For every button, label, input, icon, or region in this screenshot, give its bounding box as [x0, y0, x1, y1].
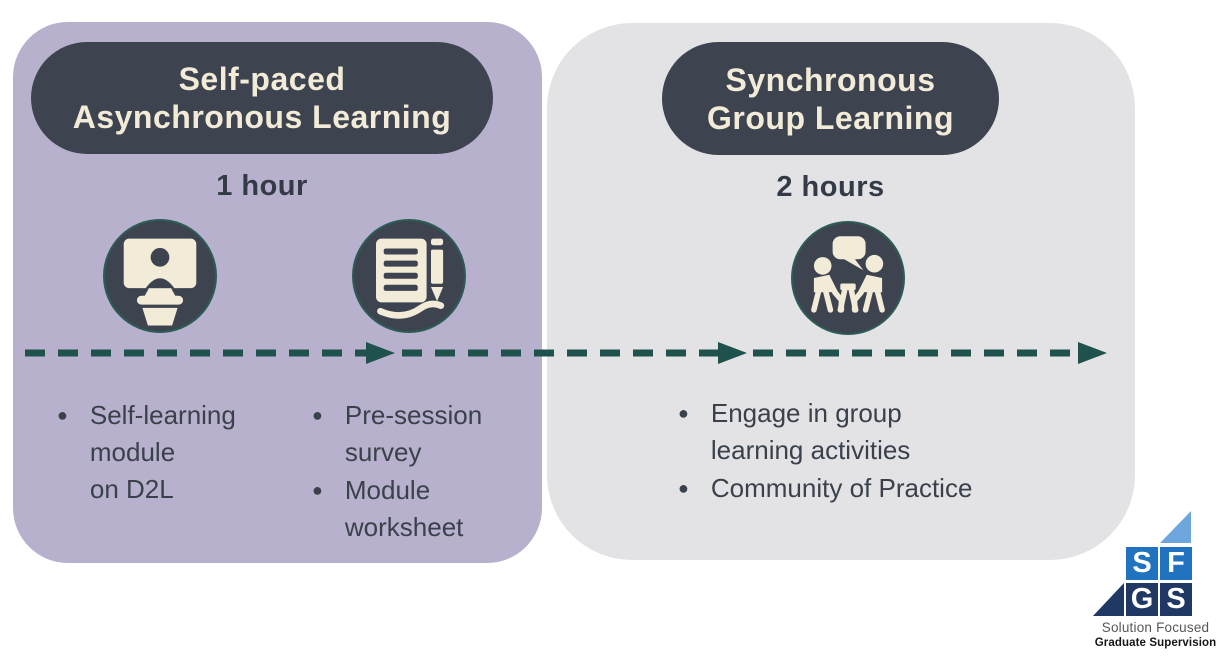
group-discussion-icon-glyph [811, 236, 885, 313]
synchronous-title: Synchronous Group Learning [707, 61, 954, 136]
synchronous-duration: 2 hours [776, 171, 885, 203]
list-item: Pre-session survey [312, 397, 532, 471]
logo-letter-f: F [1160, 547, 1192, 580]
list-item: Module worksheet [312, 472, 532, 546]
worksheet-icon [352, 219, 466, 333]
synchronous-panel: Synchronous Group Learning 2 hours [547, 23, 1135, 560]
presentation-icon [103, 219, 217, 333]
logo-triangle-light-icon [1160, 511, 1191, 543]
bullet-text: Module worksheet [344, 475, 464, 542]
bullet-text: Community of Practice [710, 473, 973, 503]
bullet-text: Pre-session survey [344, 400, 483, 467]
list-item: Engage in group learning activities [678, 395, 1078, 469]
list-item: Self-learning module on D2L [57, 397, 292, 508]
group-discussion-icon [791, 221, 905, 335]
bullet-text: Engage in group learning activities [710, 398, 911, 465]
bullet-text: Self-learning module on D2L [89, 400, 236, 504]
synchronous-title-pill: Synchronous Group Learning [662, 42, 999, 155]
self-paced-title-pill: Self-paced Asynchronous Learning [31, 42, 493, 154]
self-paced-duration: 1 hour [216, 170, 308, 202]
self-paced-title: Self-paced Asynchronous Learning [72, 61, 452, 135]
logo-letter-s2: S [1160, 583, 1192, 616]
synchronous-bullets: Engage in group learning activities Comm… [678, 395, 1078, 508]
self-paced-bullets-col2: Pre-session survey Module worksheet [312, 397, 532, 547]
self-paced-bullets-col1: Self-learning module on D2L [57, 397, 292, 509]
logo-letter-s: S [1126, 547, 1158, 580]
logo-tagline-1: Solution Focused [1101, 620, 1210, 635]
logo-triangle-dark-icon [1093, 583, 1124, 616]
list-item: Community of Practice [678, 470, 1078, 507]
presentation-icon-glyph [123, 238, 197, 326]
self-paced-panel: Self-paced Asynchronous Learning 1 hour [13, 22, 542, 563]
worksheet-icon-glyph [376, 238, 445, 319]
logo-letter-g: G [1126, 583, 1158, 616]
logo-tagline-2: Graduate Supervision [1094, 637, 1217, 649]
sfgs-logo: S F G S Solution Focused Graduate Superv… [1090, 505, 1221, 666]
